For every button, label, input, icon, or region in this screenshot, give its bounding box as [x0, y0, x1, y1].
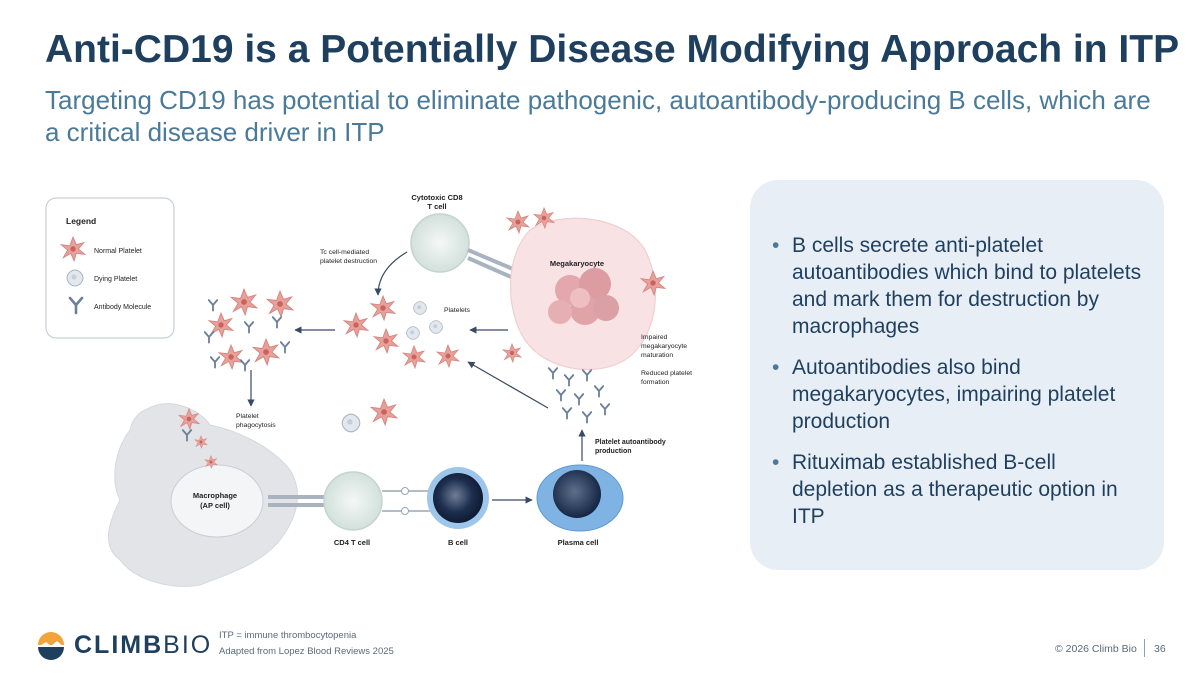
legend-normal-platelet: Normal Platelet [94, 248, 142, 255]
label-macrophage-1: Macrophage [193, 491, 237, 500]
label-autoab-2: production [595, 448, 632, 455]
footnote-abbreviation: ITP = immune thrombocytopenia [219, 630, 357, 641]
label-plasma: Plasma cell [558, 538, 599, 547]
label-megakaryocyte: Megakaryocyte [550, 259, 604, 268]
slide-title: Anti-CD19 is a Potentially Disease Modif… [45, 28, 1180, 71]
dying-platelet-icon [66, 269, 84, 287]
bullet-item: • Autoantibodies also bind megakaryocytes… [772, 354, 1142, 435]
cytotoxic-t-cell [410, 213, 470, 273]
label-reduced-1: Reduced platelet [641, 370, 692, 377]
logo-wordmark: CLIMBBIO [74, 630, 213, 659]
label-impaired-1: Impaired [641, 334, 668, 341]
label-bcell: B cell [448, 538, 468, 547]
footnotes: ITP = immune thrombocytopenia Adapted fr… [219, 628, 394, 660]
mountain-sun-icon [38, 632, 64, 660]
copyright-text: © 2026 Climb Bio [1055, 643, 1137, 655]
label-autoab-1: Platelet autoantibody [595, 439, 666, 446]
bullet-marker: • [772, 234, 780, 257]
label-cd4: CD4 T cell [334, 538, 370, 547]
bullet-item: • B cells secrete anti-platelet autoantib… [772, 232, 1142, 340]
legend-antibody: Antibody Molecule [94, 304, 151, 311]
label-impaired-3: maturation [641, 352, 673, 359]
b-cell [433, 473, 483, 523]
label-reduced-2: formation [641, 379, 670, 386]
label-cytotoxic-1: Cytotoxic CD8 [411, 193, 462, 202]
itp-pathogenesis-diagram: Legend Normal Platelet Dying Platelet An… [45, 193, 692, 587]
bullet-text: B cells secrete anti-platelet autoantibo… [792, 234, 1142, 338]
label-cytotoxic-2: T cell [427, 202, 446, 211]
label-tc-2: platelet destruction [320, 258, 377, 265]
page-number: 36 [1154, 643, 1166, 655]
tcr-connector [467, 248, 521, 282]
bullet-text: Rituximab established B-cell depletion a… [792, 451, 1118, 528]
bullet-marker: • [772, 451, 780, 474]
label-impaired-2: megakaryocyte [641, 343, 687, 350]
legend-box: Legend Normal Platelet Dying Platelet An… [45, 197, 175, 339]
autoantibody-cluster [547, 367, 611, 424]
label-phago-2: phagocytosis [236, 422, 276, 429]
legend-dying-platelet: Dying Platelet [94, 276, 137, 283]
key-points-panel: • B cells secrete anti-platelet autoantib… [750, 180, 1164, 570]
key-points-list: • B cells secrete anti-platelet autoantib… [772, 232, 1142, 544]
cd4-t-cell [323, 471, 383, 531]
footer-divider [1144, 639, 1145, 657]
footnote-source: Adapted from Lopez Blood Reviews 2025 [219, 646, 394, 657]
climbbio-logo: CLIMBBIO [36, 630, 212, 660]
legend-title: Legend [66, 216, 96, 226]
bullet-item: • Rituximab established B-cell depletion … [772, 449, 1142, 530]
label-phago-1: Platelet [236, 413, 259, 420]
label-macrophage-2: (AP cell) [200, 501, 230, 510]
megakaryocyte-nucleus [548, 268, 619, 325]
bullet-marker: • [772, 356, 780, 379]
opsonized-platelets [203, 288, 294, 372]
label-tc-1: Tc cell-mediated [320, 249, 369, 256]
slide-subtitle: Targeting CD19 has potential to eliminat… [45, 85, 1151, 147]
label-platelets: Platelets [444, 307, 471, 314]
bullet-text: Autoantibodies also bind megakaryocytes,… [792, 356, 1116, 433]
